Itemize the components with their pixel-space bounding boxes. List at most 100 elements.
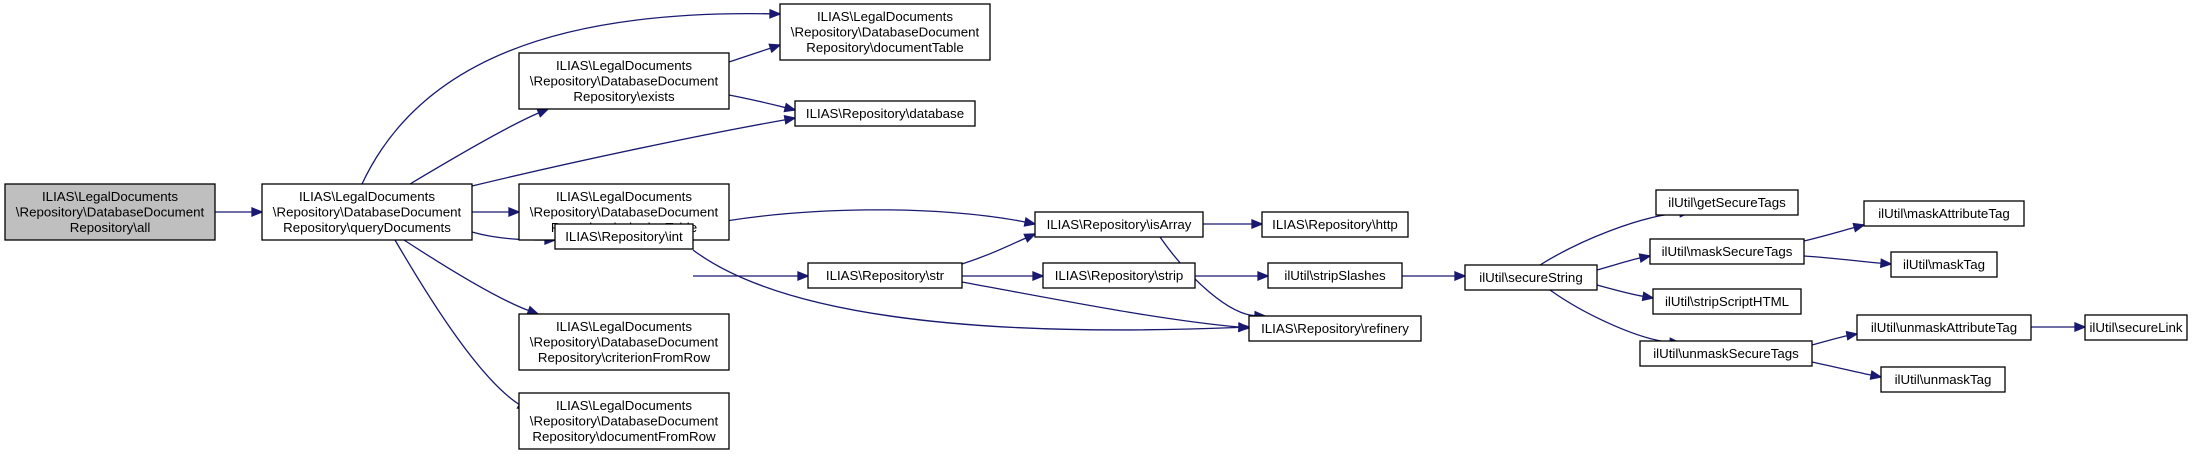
node-getSecureTags[interactable]: ilUtil\getSecureTags — [1655, 189, 1799, 216]
node-exists[interactable]: ILIAS\LegalDocuments\Repository\Database… — [518, 52, 730, 110]
edge-line — [403, 239, 530, 312]
node-int[interactable]: ILIAS\Repository\int — [554, 223, 694, 250]
edge-strip-to-stripSlashes — [1195, 271, 1270, 281]
edge-line — [692, 249, 1241, 331]
node-http[interactable]: ILIAS\Repository\http — [1261, 211, 1409, 238]
node-criterionFromRow[interactable]: ILIAS\LegalDocuments\Repository\Database… — [518, 313, 730, 371]
edge-line — [1596, 284, 1645, 298]
arrowhead-icon — [1869, 370, 1883, 380]
edge-line — [1811, 361, 1873, 376]
edge-line — [471, 118, 787, 187]
arrowhead-icon — [1454, 271, 1467, 281]
node-box — [518, 392, 730, 450]
node-isArray[interactable]: ILIAS\Repository\isArray — [1034, 211, 1204, 238]
edge-line — [1159, 236, 1257, 317]
edge-line — [1596, 257, 1642, 271]
node-box — [1248, 315, 1422, 342]
edge-line — [361, 12, 772, 185]
node-unmaskTag[interactable]: ilUtil\unmaskTag — [1880, 366, 2006, 393]
node-maskTag[interactable]: ilUtil\maskTag — [1890, 251, 1998, 278]
node-label-line: ilUtil\unmaskSecureTags — [1653, 346, 1799, 361]
edge-unmaskSecureTags-to-unmaskAttributeTag — [1811, 330, 1859, 346]
arrowhead-icon — [1251, 219, 1264, 229]
node-label-line: ilUtil\stripSlashes — [1284, 268, 1386, 283]
node-queryDocuments[interactable]: ILIAS\LegalDocuments\Repository\Database… — [261, 183, 473, 241]
arrowhead-icon — [797, 271, 810, 281]
arrowhead-icon — [769, 8, 782, 19]
node-box — [518, 52, 730, 110]
node-label-line: ilUtil\secureLink — [2089, 320, 2182, 335]
edge-line — [961, 237, 1028, 265]
node-label-line: Repository\exists — [573, 89, 675, 104]
edge-exists-to-documentTable — [728, 43, 782, 63]
arrowhead-icon — [1257, 271, 1270, 281]
node-label-line: ilUtil\maskSecureTags — [1662, 244, 1793, 259]
node-label-line: \Repository\DatabaseDocument — [16, 205, 205, 220]
node-label-line: \Repository\DatabaseDocument — [530, 414, 719, 429]
edge-queryDocuments-to-criterionFromRow — [403, 239, 540, 315]
node-documentFromRow[interactable]: ILIAS\LegalDocuments\Repository\Database… — [518, 392, 730, 450]
node-box — [1652, 288, 1802, 315]
edge-line — [1803, 226, 1856, 242]
arrowhead-icon — [1638, 253, 1652, 263]
node-label-line: Repository\documentTable — [806, 40, 963, 55]
node-label-line: \Repository\DatabaseDocument — [530, 74, 719, 89]
node-str[interactable]: ILIAS\Repository\str — [807, 262, 963, 289]
node-label-line: ILIAS\Repository\refinery — [1261, 321, 1409, 336]
arrowhead-icon — [768, 43, 782, 54]
node-label-line: \Repository\DatabaseDocument — [530, 335, 719, 350]
node-label-line: \Repository\DatabaseDocument — [791, 25, 980, 40]
node-label-line: ilUtil\maskAttributeTag — [1878, 206, 2010, 221]
node-box — [1890, 251, 1998, 278]
edge-str-to-refinery — [961, 281, 1251, 332]
node-unmaskAttributeTag[interactable]: ilUtil\unmaskAttributeTag — [1856, 314, 2032, 341]
edge-str-to-strip — [962, 271, 1045, 281]
node-unmaskSecureTags[interactable]: ilUtil\unmaskSecureTags — [1639, 340, 1813, 367]
node-box — [1856, 314, 2032, 341]
node-maskSecureTags[interactable]: ilUtil\maskSecureTags — [1649, 238, 1805, 265]
node-box — [1464, 264, 1598, 291]
arrowhead-icon — [1852, 222, 1866, 233]
node-box — [794, 100, 976, 127]
node-label-line: ILIAS\LegalDocuments — [556, 319, 692, 334]
edge-unmaskAttributeTag-to-secureLink — [2031, 322, 2087, 332]
edge-line — [1803, 255, 1883, 264]
node-box — [1639, 340, 1813, 367]
node-label-line: \Repository\DatabaseDocument — [530, 205, 719, 220]
edge-line — [1811, 334, 1849, 346]
node-label-line: ILIAS\Repository\http — [1272, 217, 1398, 232]
edge-maskSecureTags-to-maskAttributeTag — [1803, 222, 1866, 242]
node-strip[interactable]: ILIAS\Repository\strip — [1042, 262, 1196, 289]
edge-all-to-queryDocuments — [215, 207, 264, 217]
node-box — [1655, 189, 1799, 216]
node-maskAttributeTag[interactable]: ilUtil\maskAttributeTag — [1863, 200, 2025, 227]
arrowhead-icon — [1880, 258, 1893, 269]
node-label-line: ILIAS\LegalDocuments — [42, 189, 178, 204]
node-secureString[interactable]: ilUtil\secureString — [1464, 264, 1598, 291]
node-stripScriptHTML[interactable]: ilUtil\stripScriptHTML — [1652, 288, 1802, 315]
node-box — [1042, 262, 1196, 289]
arrowhead-icon — [1032, 271, 1045, 281]
node-label-line: ilUtil\getSecureTags — [1668, 195, 1786, 210]
node-label-line: \Repository\DatabaseDocument — [273, 205, 462, 220]
node-label-line: Repository\documentFromRow — [532, 429, 716, 444]
arrowhead-icon — [526, 305, 540, 315]
arrowhead-icon — [1023, 217, 1037, 227]
node-label-line: ilUtil\unmaskAttributeTag — [1871, 320, 2017, 335]
node-label-line: ilUtil\unmaskTag — [1895, 372, 1992, 387]
edge-int-to-str — [693, 271, 810, 281]
node-secureLink[interactable]: ilUtil\secureLink — [2084, 314, 2188, 341]
nodes-layer: ILIAS\LegalDocuments\Repository\Database… — [4, 3, 2188, 450]
node-box — [1261, 211, 1409, 238]
edge-int-to-refinery — [692, 249, 1251, 333]
node-stripSlashes[interactable]: ilUtil\stripSlashes — [1267, 262, 1403, 289]
node-box — [1880, 366, 2006, 393]
node-label-line: Repository\queryDocuments — [283, 220, 451, 235]
node-documentTable[interactable]: ILIAS\LegalDocuments\Repository\Database… — [779, 3, 991, 61]
node-box — [1649, 238, 1805, 265]
node-database[interactable]: ILIAS\Repository\database — [794, 100, 976, 127]
node-refinery[interactable]: ILIAS\Repository\refinery — [1248, 315, 1422, 342]
node-all[interactable]: ILIAS\LegalDocuments\Repository\Database… — [4, 183, 216, 241]
node-label-line: ILIAS\LegalDocuments — [299, 189, 435, 204]
node-label-line: Repository\criterionFromRow — [538, 350, 711, 365]
